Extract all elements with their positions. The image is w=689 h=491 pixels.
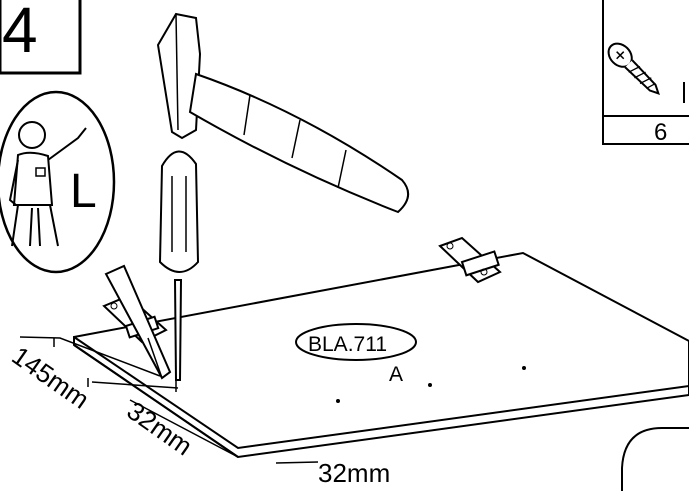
screwdriver-icon xyxy=(158,150,200,381)
detail-callout xyxy=(621,427,689,491)
person-icon: L xyxy=(0,90,116,274)
part-label: BLA.711 A xyxy=(295,323,417,386)
hammer-icon xyxy=(156,12,409,214)
hinge-icon xyxy=(438,236,502,284)
dimension-32-b: 32mm xyxy=(318,458,390,488)
part-code: BLA.711 xyxy=(308,333,387,356)
person-hint-letter: L xyxy=(70,165,97,218)
screw-icon xyxy=(607,42,660,95)
step-number: 4 xyxy=(2,0,38,66)
parts-quantity: 6 xyxy=(654,119,667,146)
dimension-145: 145mm xyxy=(7,340,95,414)
parts-box: 6 xyxy=(602,0,689,146)
part-letter: A xyxy=(389,363,403,386)
pencil-icon xyxy=(104,264,172,380)
step-number-box: 4 xyxy=(0,0,82,75)
dimension-lines xyxy=(19,336,319,464)
